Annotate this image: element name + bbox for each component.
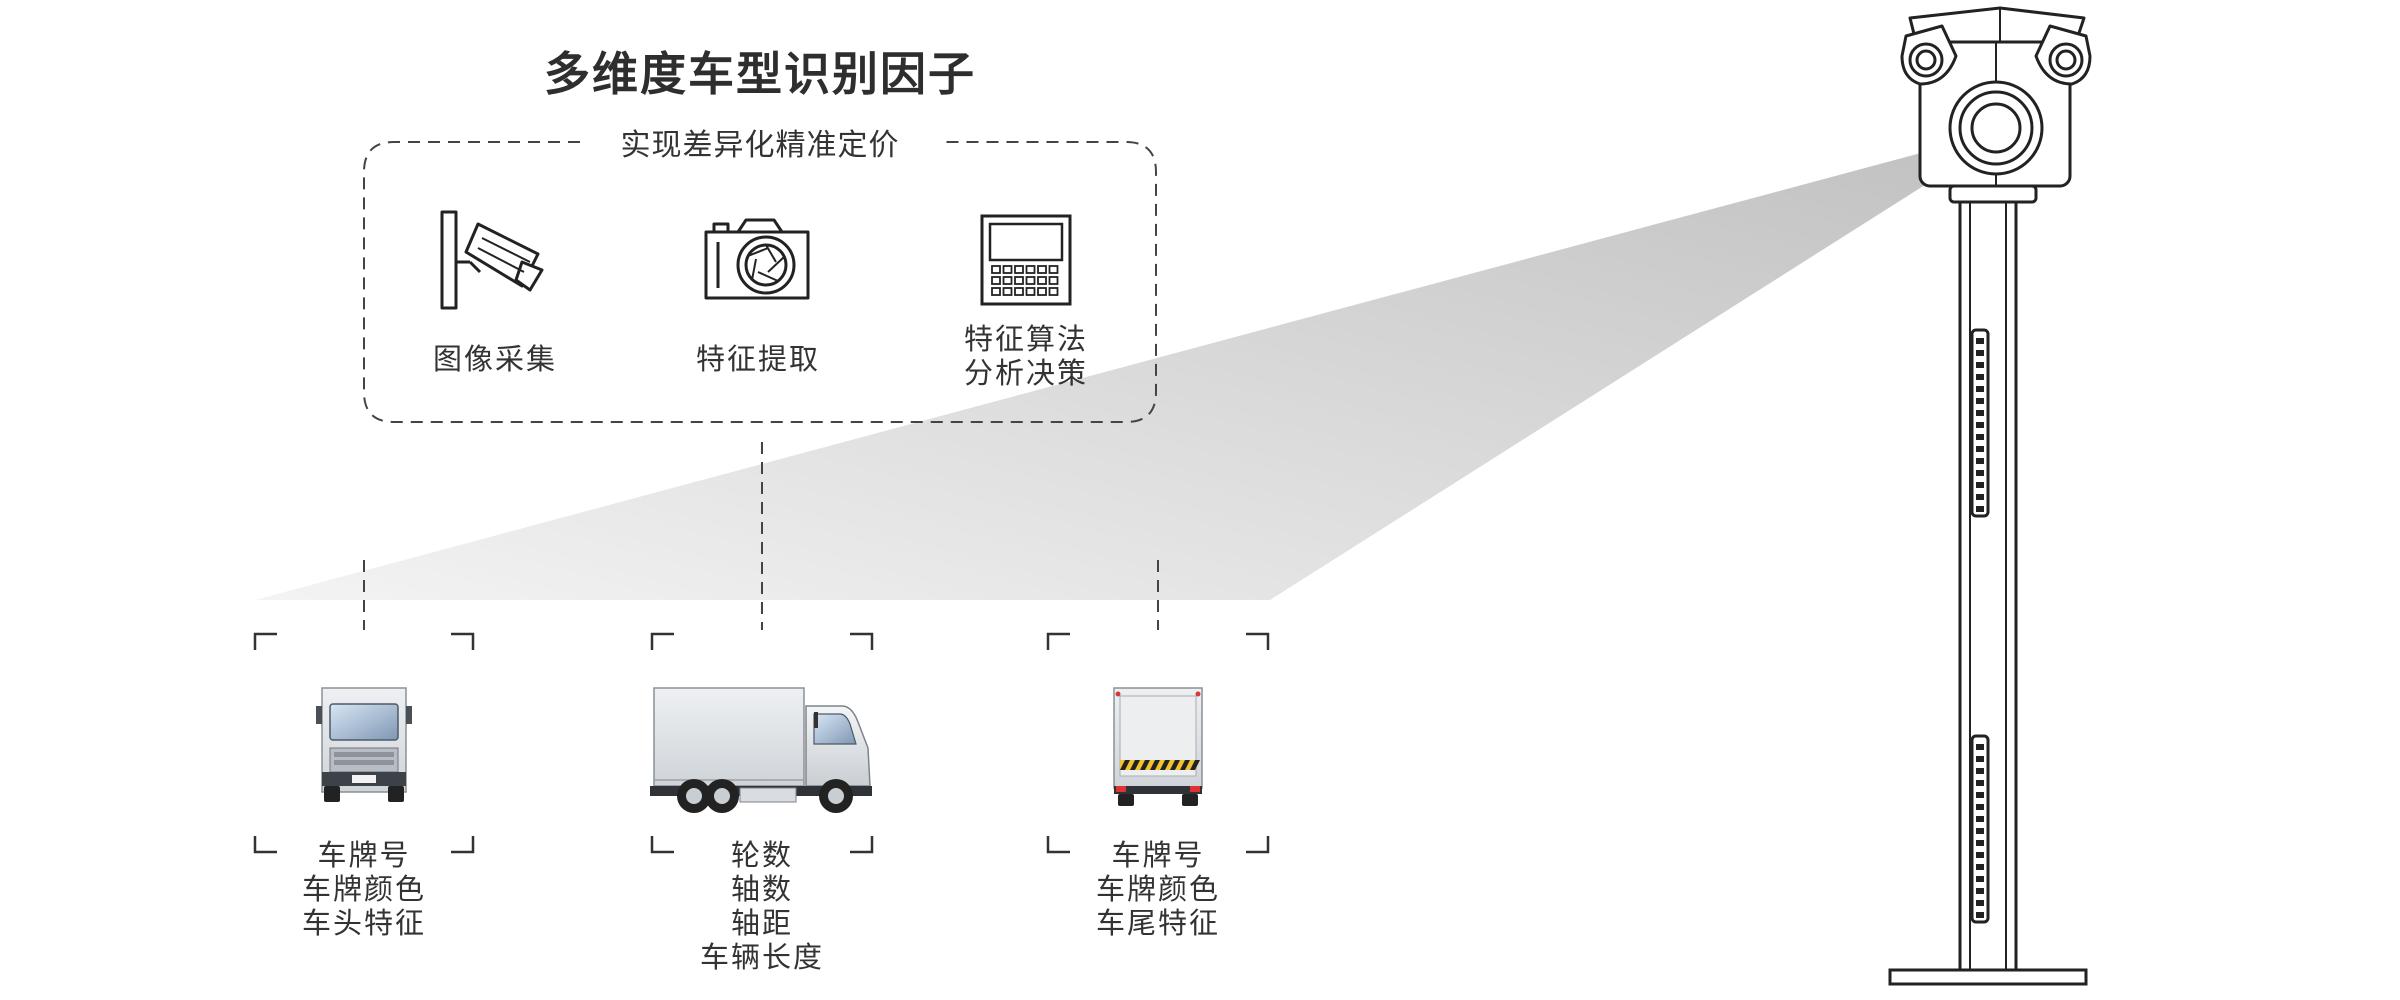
pole-light-dot [1976, 494, 1984, 500]
keyboard-key [1037, 265, 1047, 274]
truck-front-view [316, 687, 412, 802]
rear-vehicle-features: 车牌号 车牌颜色 车尾特征 [1095, 838, 1220, 940]
pole-light-dot [1976, 350, 1984, 356]
pole-light-dot [1976, 900, 1984, 906]
pole-light-dot [1976, 864, 1984, 870]
pole-light-dot [1976, 840, 1984, 846]
pole-light-dot [1976, 780, 1984, 786]
keyboard-key [1048, 276, 1059, 285]
pole-light-dot [1976, 458, 1984, 464]
pole-light-dot [1976, 816, 1984, 822]
hazard-stripe [1120, 760, 1130, 770]
pole-light-dot [1976, 398, 1984, 404]
pole-light-dot [1976, 888, 1984, 894]
keyboard-key [1002, 287, 1013, 296]
keyboard-key [1048, 265, 1059, 274]
hazard-bar [1120, 760, 1196, 770]
pole-light-dot [1976, 470, 1984, 476]
keyboard-key [1002, 265, 1013, 274]
front-vehicle-features: 车牌号 车牌颜色 车头特征 [301, 838, 426, 940]
truck-rear-view [1113, 687, 1203, 806]
pole-light-dot [1976, 756, 1984, 762]
pole-light-dot [1976, 506, 1984, 512]
surveillance-camera-icon [440, 210, 544, 310]
truck-side-view [650, 687, 872, 813]
pole-light-dot [1976, 338, 1984, 344]
keyboard-key [1025, 276, 1036, 285]
hazard-stripe [1180, 760, 1190, 770]
bracket-rear-vehicle [1046, 632, 1270, 854]
keyboard-key [1025, 265, 1036, 274]
step-label-capture: 图像采集 [432, 342, 557, 376]
camera-pole [1888, 198, 2088, 986]
pole-light-dot [1976, 792, 1984, 798]
keyboard-key [1025, 287, 1036, 296]
keyboard-key [1037, 287, 1047, 296]
pole-light-dot [1976, 804, 1984, 810]
keyboard-key [1014, 265, 1024, 274]
hazard-stripe [1130, 760, 1140, 770]
pole-light-dot [1976, 482, 1984, 488]
camera-icon [704, 218, 810, 300]
diagram-title: 多维度车型识别因子 [544, 47, 976, 101]
camera-head-icon [1900, 6, 2092, 204]
pole-light-dot [1976, 410, 1984, 416]
pole-light-dot [1976, 876, 1984, 882]
keyboard-key [1002, 276, 1013, 285]
bracket-front-vehicle [253, 632, 475, 854]
keyboard-key [991, 276, 1001, 285]
pole-light-dot [1976, 828, 1984, 834]
hazard-stripe [1160, 760, 1170, 770]
pole-light-dot [1976, 768, 1984, 774]
terminal-icon [980, 214, 1072, 306]
pole-light-dot [1976, 744, 1984, 750]
keyboard-key [991, 287, 1001, 296]
step-label-analysis: 特征算法 分析决策 [963, 322, 1088, 390]
keyboard-key [1014, 287, 1024, 296]
side-vehicle-features: 轮数 轴数 轴距 车辆长度 [699, 838, 824, 974]
hazard-stripe [1170, 760, 1180, 770]
pole-light-dot [1976, 362, 1984, 368]
keyboard-key [1014, 276, 1024, 285]
hazard-stripe [1190, 760, 1200, 770]
step-label-extract: 特征提取 [695, 342, 820, 376]
hazard-stripe [1150, 760, 1160, 770]
camera-light-beam [255, 135, 1988, 600]
bracket-side-vehicle [650, 632, 874, 854]
hazard-stripe [1140, 760, 1150, 770]
keyboard-key [1037, 276, 1047, 285]
pole-light-dot [1976, 374, 1984, 380]
dashed-group-box [363, 141, 1157, 423]
pole-light-dot [1976, 422, 1984, 428]
keyboard-key [991, 265, 1001, 274]
box-subtitle: 实现差异化精准定价 [580, 120, 940, 164]
pole-light-dot [1976, 912, 1984, 918]
pole-light-dot [1976, 852, 1984, 858]
keyboard-key [1048, 287, 1059, 296]
pole-light-dot [1976, 386, 1984, 392]
pole-light-dot [1976, 434, 1984, 440]
pole-light-dot [1976, 446, 1984, 452]
